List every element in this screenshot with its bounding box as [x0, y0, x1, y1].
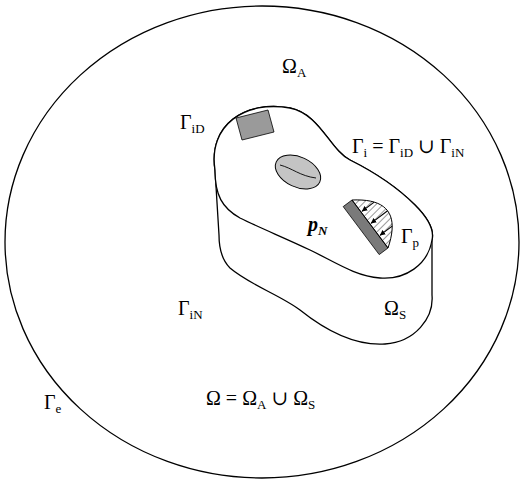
load-arrow [371, 211, 387, 223]
sound-hole [270, 148, 326, 195]
guitar-top [214, 107, 432, 279]
boundary-label: ΓiD [180, 112, 205, 132]
load-arrow [362, 202, 374, 211]
load-arrow [380, 226, 392, 235]
region-label: ΩA [282, 56, 306, 76]
boundary-label: Γi = ΓiD ∪ ΓiN [352, 136, 464, 156]
outer-boundary [5, 6, 519, 478]
boundary-label: Γp [401, 226, 419, 246]
pressure-load [343, 200, 392, 255]
dirichlet-patch [236, 110, 274, 140]
boundary-label: Γe [44, 392, 61, 412]
guitar-body [214, 107, 432, 345]
domain-label: Ω = ΩA ∪ ΩS [206, 388, 315, 408]
sound-hole-line [280, 165, 316, 178]
boundary-label: ΓiN [178, 298, 203, 318]
region-label: ΩS [384, 298, 406, 318]
load-label: pN [308, 214, 327, 234]
load-distribution [352, 200, 392, 248]
